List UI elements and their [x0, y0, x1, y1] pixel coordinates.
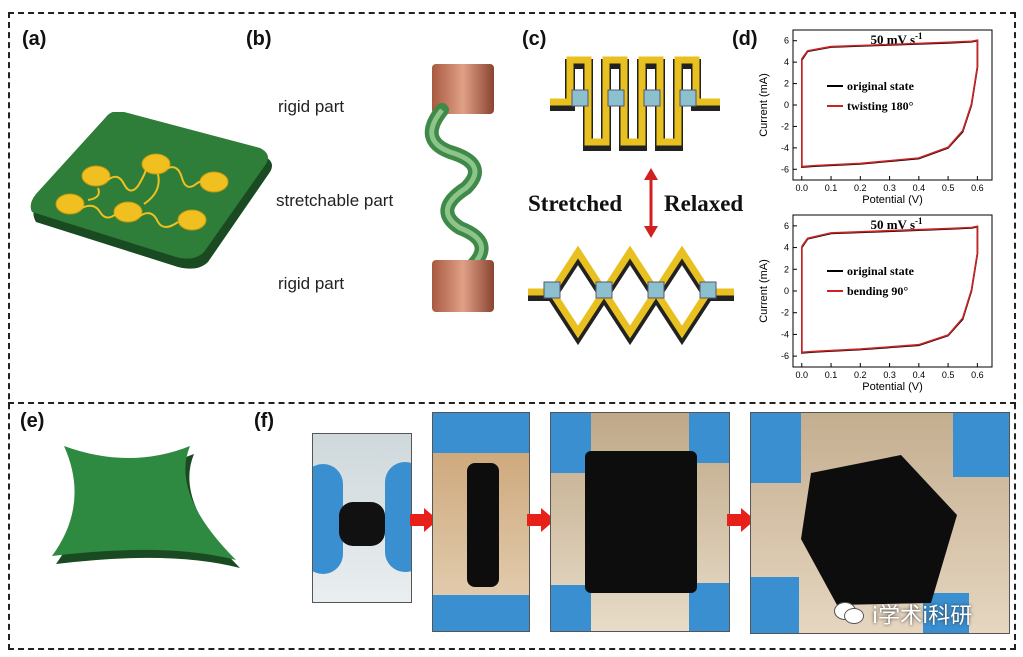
x-tick-label: 0.4 [913, 183, 926, 193]
panel-a-pcb-illustration [30, 112, 272, 269]
black-sample-4 [801, 455, 957, 605]
panel-label-f: (f) [254, 410, 274, 432]
y-tick-label: 0 [784, 286, 789, 296]
y-tick-label: 2 [784, 79, 789, 89]
glove-corner-3c [551, 585, 591, 631]
panel-b-label-bottom: rigid part [278, 274, 345, 293]
x-axis-label: Potential (V) [862, 381, 923, 393]
y-tick-label: 2 [784, 264, 789, 274]
legend-label-1: twisting 180° [847, 99, 914, 113]
panel-label-a: (a) [22, 28, 47, 50]
x-tick-label: 0.1 [825, 183, 838, 193]
glove-top-2 [433, 413, 529, 453]
x-axis-label: Potential (V) [862, 194, 923, 206]
black-sample-3 [585, 451, 697, 593]
wechat-icon [834, 600, 864, 624]
y-tick-label: 6 [784, 221, 789, 231]
y-tick-label: 4 [784, 243, 789, 253]
legend-label-1: bending 90° [847, 284, 908, 298]
panel-e-stretchable-substrate [52, 446, 240, 568]
panel-b-label-top: rigid part [278, 97, 345, 116]
panel-c-double-arrow [644, 168, 658, 238]
y-tick-label: -4 [781, 143, 789, 153]
panel-label-d: (d) [732, 28, 758, 50]
panel-f-photo-4 [750, 412, 1010, 634]
row-divider [8, 402, 1016, 404]
cv-chart-twisting: 0.0 0.1 0.2 0.3 0.4 0.5 0.6 -6 -4 -2 0 2 4 6Potential… [758, 29, 993, 206]
panel-b-spring-illustration [424, 64, 494, 312]
glove-corner-4c [751, 577, 799, 633]
x-tick-label: 0.5 [942, 370, 955, 380]
x-tick-label: 0.1 [825, 370, 838, 380]
panel-c-label-stretched: Stretched [528, 191, 623, 216]
figure-frame [8, 12, 1016, 650]
arrow-1 [410, 508, 438, 532]
x-tick-label: 0.3 [883, 183, 896, 193]
y-tick-label: 4 [784, 57, 789, 67]
glove-corner-4b [953, 413, 1009, 477]
y-tick-label: -2 [781, 308, 789, 318]
panel-c-label-relaxed: Relaxed [664, 191, 744, 216]
panel-label-c: (c) [522, 28, 547, 50]
panel-b-label-middle: stretchable part [276, 191, 394, 210]
y-tick-label: -6 [781, 351, 789, 361]
x-tick-label: 0.0 [796, 370, 809, 380]
glove-right-1 [385, 462, 411, 572]
panel-c-stretched-structure [550, 56, 720, 151]
panel-label-b: (b) [246, 28, 272, 50]
x-tick-label: 0.6 [971, 370, 984, 380]
legend-label-0: original state [847, 264, 915, 278]
legend-label-0: original state [847, 79, 915, 93]
panel-c-relaxed-structure [528, 245, 734, 346]
panel-f-photo-1 [312, 433, 412, 603]
glove-bottom-2 [433, 595, 529, 631]
x-tick-label: 0.0 [796, 183, 809, 193]
black-sample-2 [467, 463, 499, 587]
panel-f-photo-3 [550, 412, 730, 632]
watermark: i学术i科研 [872, 604, 973, 629]
y-axis-label: Current (mA) [758, 73, 770, 137]
cv-chart-bending: 0.0 0.1 0.2 0.3 0.4 0.5 0.6 -6 -4 -2 0 2 4 6Potential… [758, 214, 993, 393]
y-tick-label: -6 [781, 164, 789, 174]
black-sample-1 [339, 502, 385, 546]
glove-left-1 [313, 464, 343, 574]
arrow-2 [527, 508, 555, 532]
x-tick-label: 0.2 [854, 183, 867, 193]
chart-title: 50 mV s-1 [870, 216, 923, 232]
y-tick-label: 0 [784, 100, 789, 110]
panel-f-photo-2 [432, 412, 530, 632]
x-tick-label: 0.2 [854, 370, 867, 380]
series-line-1 [801, 225, 979, 354]
y-axis-label: Current (mA) [758, 259, 770, 323]
glove-corner-4a [751, 413, 801, 483]
x-tick-label: 0.3 [883, 370, 896, 380]
series-line-1 [801, 39, 979, 168]
y-tick-label: -4 [781, 329, 789, 339]
y-tick-label: 6 [784, 36, 789, 46]
arrow-3 [727, 508, 755, 532]
glove-corner-3a [551, 413, 591, 473]
panel-label-e: (e) [20, 410, 45, 432]
x-tick-label: 0.4 [913, 370, 926, 380]
glove-corner-3d [689, 583, 729, 631]
x-tick-label: 0.5 [942, 183, 955, 193]
y-tick-label: -2 [781, 121, 789, 131]
x-tick-label: 0.6 [971, 183, 984, 193]
